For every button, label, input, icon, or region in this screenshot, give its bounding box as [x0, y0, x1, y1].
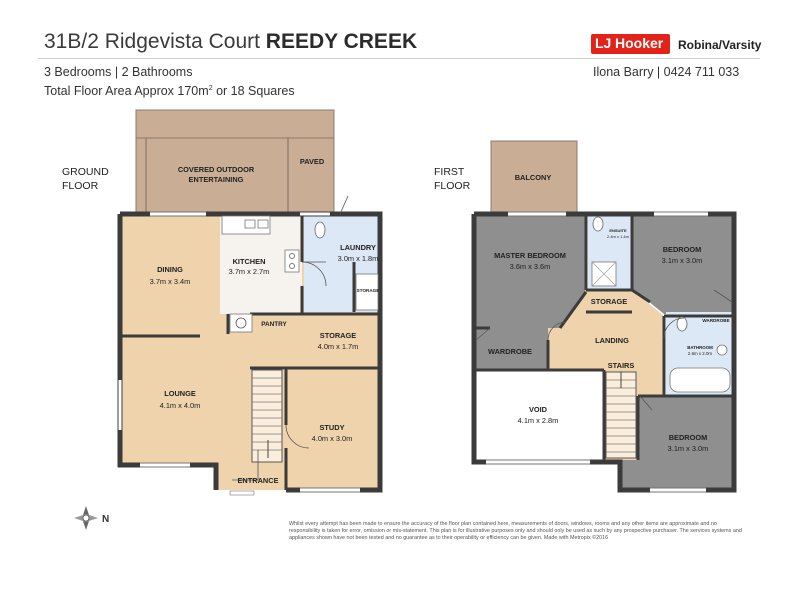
- brand-logo: [591, 34, 670, 54]
- balcony-area: [490, 140, 578, 214]
- study-label: STUDY: [319, 423, 344, 432]
- void-size: 4.1m x 2.8m: [518, 416, 559, 425]
- study-size: 4.0m x 3.0m: [312, 434, 353, 443]
- small-wardrobe-label: WARDROBE: [702, 318, 729, 323]
- header-divider: [38, 58, 760, 59]
- master-bedroom-size: 3.6m x 3.6m: [510, 262, 551, 271]
- floor-area-prefix: Total Floor Area Approx 170m: [44, 84, 209, 98]
- first-floor-label-1: FIRST: [434, 166, 465, 178]
- ground-floor-label-2: FLOOR: [62, 180, 99, 192]
- kitchen-size: 3.7m x 2.7m: [229, 267, 270, 276]
- ensuite-toilet-icon: [592, 216, 604, 232]
- lounge-size: 4.1m x 4.0m: [160, 401, 201, 410]
- bedroom-a-floor: [632, 214, 734, 314]
- master-bedroom-floor: [474, 214, 586, 328]
- address-street: 31B/2 Ridgevista Court: [44, 30, 260, 53]
- ensuite-size: 2.4m x 1.4m: [607, 234, 630, 239]
- first-floor-label-2: FLOOR: [434, 180, 471, 192]
- washer-icon: [229, 313, 253, 333]
- balcony-label: BALCONY: [515, 173, 552, 182]
- wardrobe-label: WARDROBE: [488, 347, 532, 356]
- storage-floor: [250, 314, 380, 368]
- bed-bath-summary: 3 Bedrooms | 2 Bathrooms: [44, 65, 193, 79]
- outdoor-label-1: COVERED OUTDOOR: [178, 165, 255, 174]
- storage-upstairs-floor: [586, 292, 632, 312]
- lounge-label: LOUNGE: [164, 389, 196, 398]
- laundry-size: 3.0m x 1.8m: [338, 254, 379, 263]
- laundry-label: LAUNDRY: [340, 243, 376, 252]
- covered-outdoor-area: [145, 137, 289, 219]
- storage-upstairs-label: STORAGE: [591, 297, 627, 306]
- bathroom-label: BATHROOM: [687, 345, 713, 350]
- paved-label: PAVED: [300, 157, 325, 166]
- pantry-label: PANTRY: [261, 321, 287, 328]
- floor-area: Total Floor Area Approx 170m2 or 18 Squa…: [44, 84, 295, 98]
- kitchen-label: KITCHEN: [233, 257, 266, 266]
- property-address: 31B/2 Ridgevista Court REEDY CREEK: [44, 30, 417, 54]
- brand-logo-name: Hooker: [615, 35, 664, 51]
- floor-area-suffix: or 18 Squares: [212, 84, 295, 98]
- bedroom-b-label: BEDROOM: [669, 433, 708, 442]
- master-bedroom-label: MASTER BEDROOM: [494, 251, 566, 260]
- dining-size: 3.7m x 3.4m: [150, 277, 191, 286]
- bathroom-toilet-icon: [676, 316, 688, 332]
- brand-logo-lj: LJ: [595, 35, 612, 51]
- ground-floor-label-1: GROUND: [62, 166, 109, 178]
- outdoor-label-2: ENTERTAINING: [189, 175, 244, 184]
- bedroom-b-size: 3.1m x 3.0m: [668, 444, 709, 453]
- first-floor-plan: BALCONY MASTER BEDROOM 3.6m x 3.6m ENSUI…: [471, 140, 737, 493]
- entrance-label: ENTRANCE: [237, 476, 278, 485]
- landing-label: LANDING: [595, 336, 629, 345]
- office-name: Robina/Varsity: [678, 38, 762, 52]
- compass-north: N: [102, 514, 109, 525]
- void-label: VOID: [529, 405, 548, 414]
- cooktop-icon: [284, 249, 300, 273]
- compass-icon: N: [74, 506, 109, 530]
- storage-label: STORAGE: [320, 331, 356, 340]
- storage-size: 4.0m x 1.7m: [318, 342, 359, 351]
- bathtub-icon: [669, 367, 731, 393]
- ground-floor-plan: COVERED OUTDOOR ENTERTAINING PAVED LAUND…: [117, 109, 383, 496]
- wardrobe-floor: [474, 328, 548, 370]
- stairs-label: STAIRS: [608, 361, 635, 370]
- ensuite-label: ENSUITE: [609, 228, 627, 233]
- bathroom-size: 2.6m x 2.0m: [688, 351, 712, 356]
- disclaimer-text: Whilst every attempt has been made to en…: [289, 521, 742, 542]
- bedroom-b-floor: [620, 396, 734, 490]
- agent-contact: Ilona Barry | 0424 711 033: [593, 65, 740, 79]
- bedroom-a-label: BEDROOM: [663, 245, 702, 254]
- address-suburb: REEDY CREEK: [265, 30, 418, 53]
- bedroom-a-size: 3.1m x 3.0m: [662, 256, 703, 265]
- ground-stairs: [251, 369, 283, 463]
- small-storage-label: STORAGE: [357, 288, 380, 293]
- void-area: [474, 370, 604, 462]
- floor-area-sup: 2: [208, 84, 213, 92]
- kitchen-bench: [221, 215, 271, 235]
- dining-label: DINING: [157, 265, 183, 274]
- toilet-icon: [314, 221, 326, 239]
- sink-icon: [244, 219, 256, 229]
- study-floor: [286, 368, 380, 488]
